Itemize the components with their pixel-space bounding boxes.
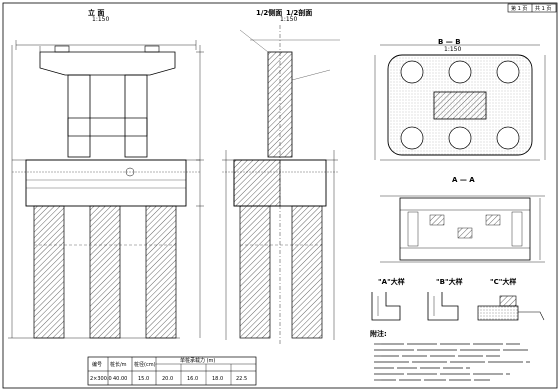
table-cell: 40.00 bbox=[113, 376, 127, 382]
table-cell: 22.5 bbox=[236, 376, 247, 382]
title-block: 第 1 页 共 1 页 bbox=[507, 3, 557, 13]
pile-table: 编号 桩长/m 桩径(cm) 单桩承载力 (m) 2×300.0 40.00 1… bbox=[87, 356, 257, 386]
table-header-id: 编号 bbox=[92, 361, 102, 368]
table-cell: 15.0 bbox=[138, 376, 149, 382]
section-bb-view: B — B 1:150 bbox=[374, 38, 546, 161]
half-section-title: 1/2剖面 bbox=[286, 8, 312, 17]
section-bb-title: B — B bbox=[438, 38, 461, 46]
table-cell: 20.0 bbox=[162, 376, 173, 382]
detail-b: "B"大样 bbox=[427, 277, 463, 321]
table-cell: 2×300.0 bbox=[90, 376, 112, 382]
table-header-length: 桩长/m bbox=[110, 361, 127, 368]
detail-c: "C"大样 bbox=[477, 277, 545, 321]
detail-c-title: "C"大样 bbox=[490, 277, 516, 286]
notes-block: 附注: bbox=[370, 329, 530, 381]
section-aa-title: A — A bbox=[452, 176, 475, 184]
half-side-title: 1/2侧面 bbox=[256, 8, 282, 17]
elevation-scale: 1:150 bbox=[92, 16, 109, 23]
half-section-view: 1/2侧面 1/2剖面 1:150 bbox=[222, 8, 340, 345]
table-header-capacity: 单桩承载力 (m) bbox=[180, 357, 215, 364]
notes-heading: 附注: bbox=[370, 329, 387, 338]
page-number-label: 第 1 页 bbox=[511, 5, 527, 12]
table-cell: 16.0 bbox=[187, 376, 198, 382]
elevation-title: 立 面 bbox=[88, 8, 104, 17]
table-header-diameter: 桩径(cm) bbox=[134, 361, 156, 368]
table-cell: 18.0 bbox=[212, 376, 223, 382]
detail-b-title: "B"大样 bbox=[436, 277, 463, 286]
detail-a: "A"大样 bbox=[371, 277, 405, 321]
elevation-view: 立 面 1:150 bbox=[8, 8, 204, 339]
page-total-label: 共 1 页 bbox=[535, 5, 551, 12]
section-bb-scale: 1:150 bbox=[444, 46, 461, 53]
half-section-scale: 1:150 bbox=[280, 16, 297, 23]
detail-a-title: "A"大样 bbox=[378, 277, 405, 286]
section-aa-view: A — A bbox=[380, 176, 545, 263]
